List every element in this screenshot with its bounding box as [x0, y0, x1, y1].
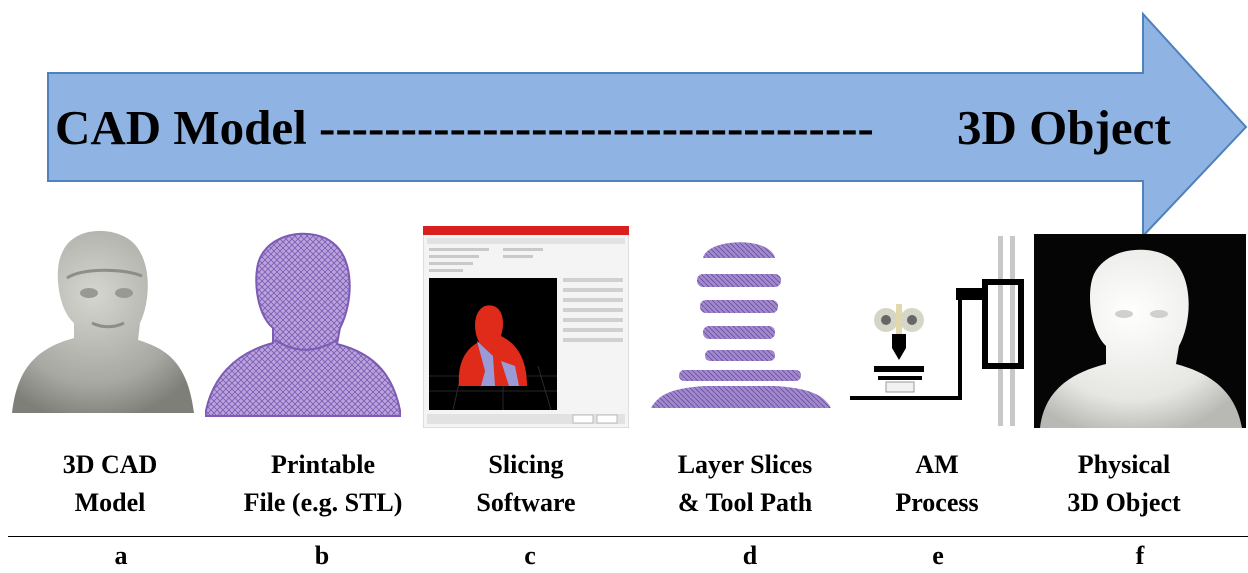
stage-a-letter: a — [114, 541, 128, 570]
slicing-software-window-icon — [423, 226, 629, 428]
printed-head-photo-icon — [1034, 234, 1246, 428]
stage-b-letter: b — [314, 541, 330, 570]
stage-b-image — [205, 218, 401, 428]
stage-f-label-line2: 3D Object — [1067, 488, 1181, 517]
stage-c-label-line2: Software — [476, 488, 576, 517]
stage-d-label-line2: & Tool Path — [677, 488, 813, 517]
divider-line — [8, 536, 1248, 537]
arrow-dashes: ---------------------------------- — [319, 100, 874, 155]
stage-c-letter: c — [524, 541, 536, 570]
stage-a-label: 3D CAD Model — [15, 446, 205, 522]
printer-schematic-icon — [850, 236, 1024, 426]
stage-c-image — [423, 226, 629, 428]
stage-d-image — [645, 218, 835, 428]
stage-c-label: Slicing Software — [431, 446, 621, 522]
stage-e-label-line1: AM — [915, 450, 959, 479]
stl-mesh-head-icon — [205, 232, 401, 417]
stage-e-image — [848, 218, 1028, 428]
arrow-start-text: CAD Model — [55, 100, 307, 155]
stage-d-letter: d — [742, 541, 758, 570]
stage-f-label: Physical 3D Object — [1029, 446, 1219, 522]
gray-head-model-icon — [12, 230, 194, 413]
stage-d-label: Layer Slices & Tool Path — [650, 446, 840, 522]
stage-b-label: Printable File (e.g. STL) — [228, 446, 418, 522]
stage-a-label-line2: Model — [74, 488, 146, 517]
arrow-start-label: CAD Model ------------------------------… — [55, 98, 874, 158]
stage-f-letter: f — [1135, 541, 1145, 570]
stage-c-label-line1: Slicing — [488, 450, 564, 479]
process-arrow-shape — [47, 11, 1248, 239]
stage-e-label: AM Process — [842, 446, 1032, 522]
stage-d-label-line1: Layer Slices — [677, 450, 813, 479]
arrow-end-label: 3D Object — [957, 100, 1171, 155]
stage-b-label-line1: Printable — [271, 450, 375, 479]
process-arrow — [47, 11, 1248, 239]
stage-e-letter: e — [932, 541, 944, 570]
stage-a-label-line1: 3D CAD — [62, 450, 158, 479]
stage-f-label-line1: Physical — [1077, 450, 1171, 479]
stage-a-image — [12, 218, 194, 428]
stage-b-label-line2: File (e.g. STL) — [243, 488, 403, 517]
stage-e-label-line2: Process — [895, 488, 979, 517]
layer-slices-head-icon — [651, 242, 831, 408]
stage-f-image — [1034, 234, 1246, 428]
